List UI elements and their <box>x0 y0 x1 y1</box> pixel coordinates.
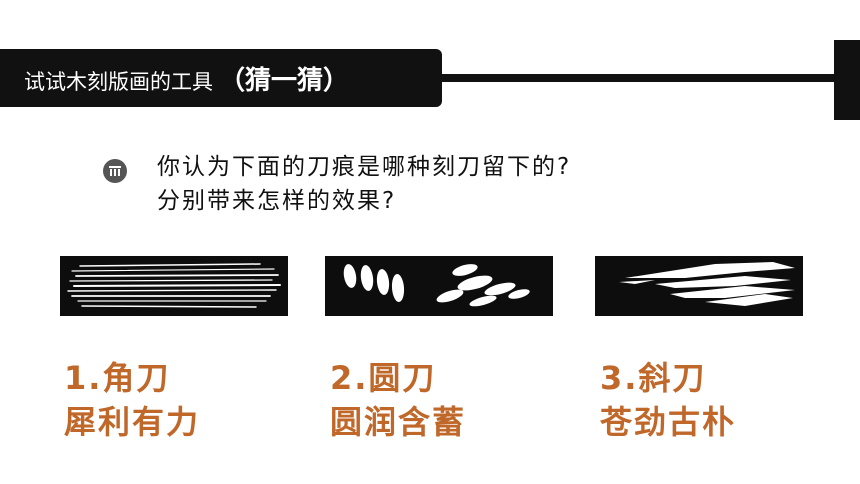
list-bullet-icon <box>102 158 128 184</box>
tool-skew-chisel: 3.斜刀 苍劲古朴 <box>600 356 736 444</box>
tool-name: 2.圆刀 <box>330 359 437 397</box>
tool-name: 3.斜刀 <box>600 359 707 397</box>
tool-effect: 苍劲古朴 <box>600 403 737 441</box>
page-title: 试试木刻版画的工具（猜一猜） <box>24 60 349 97</box>
question-line-1: 你认为下面的刀痕是哪种刻刀留下的? <box>157 154 572 180</box>
question-text: 你认为下面的刀痕是哪种刻刀留下的? 分别带来怎样的效果? <box>157 150 571 218</box>
title-divider-line <box>440 74 840 82</box>
tool-name: 1.角刀 <box>64 359 171 397</box>
carving-sample-v-gouge <box>60 256 288 316</box>
carving-sample-skew-chisel <box>595 256 803 316</box>
page-title-sub: （猜一猜） <box>219 65 350 96</box>
title-end-block <box>834 40 860 120</box>
tool-v-gouge: 1.角刀 犀利有力 <box>64 356 200 444</box>
tool-effect: 犀利有力 <box>64 403 201 441</box>
tool-effect: 圆润含蓄 <box>330 403 467 441</box>
title-banner: 试试木刻版画的工具（猜一猜） <box>0 49 442 107</box>
tool-round-gouge: 2.圆刀 圆润含蓄 <box>330 356 466 444</box>
question-line-2: 分别带来怎样的效果? <box>157 188 397 214</box>
carving-sample-round-gouge <box>325 256 553 316</box>
page-title-main: 试试木刻版画的工具 <box>24 69 213 94</box>
